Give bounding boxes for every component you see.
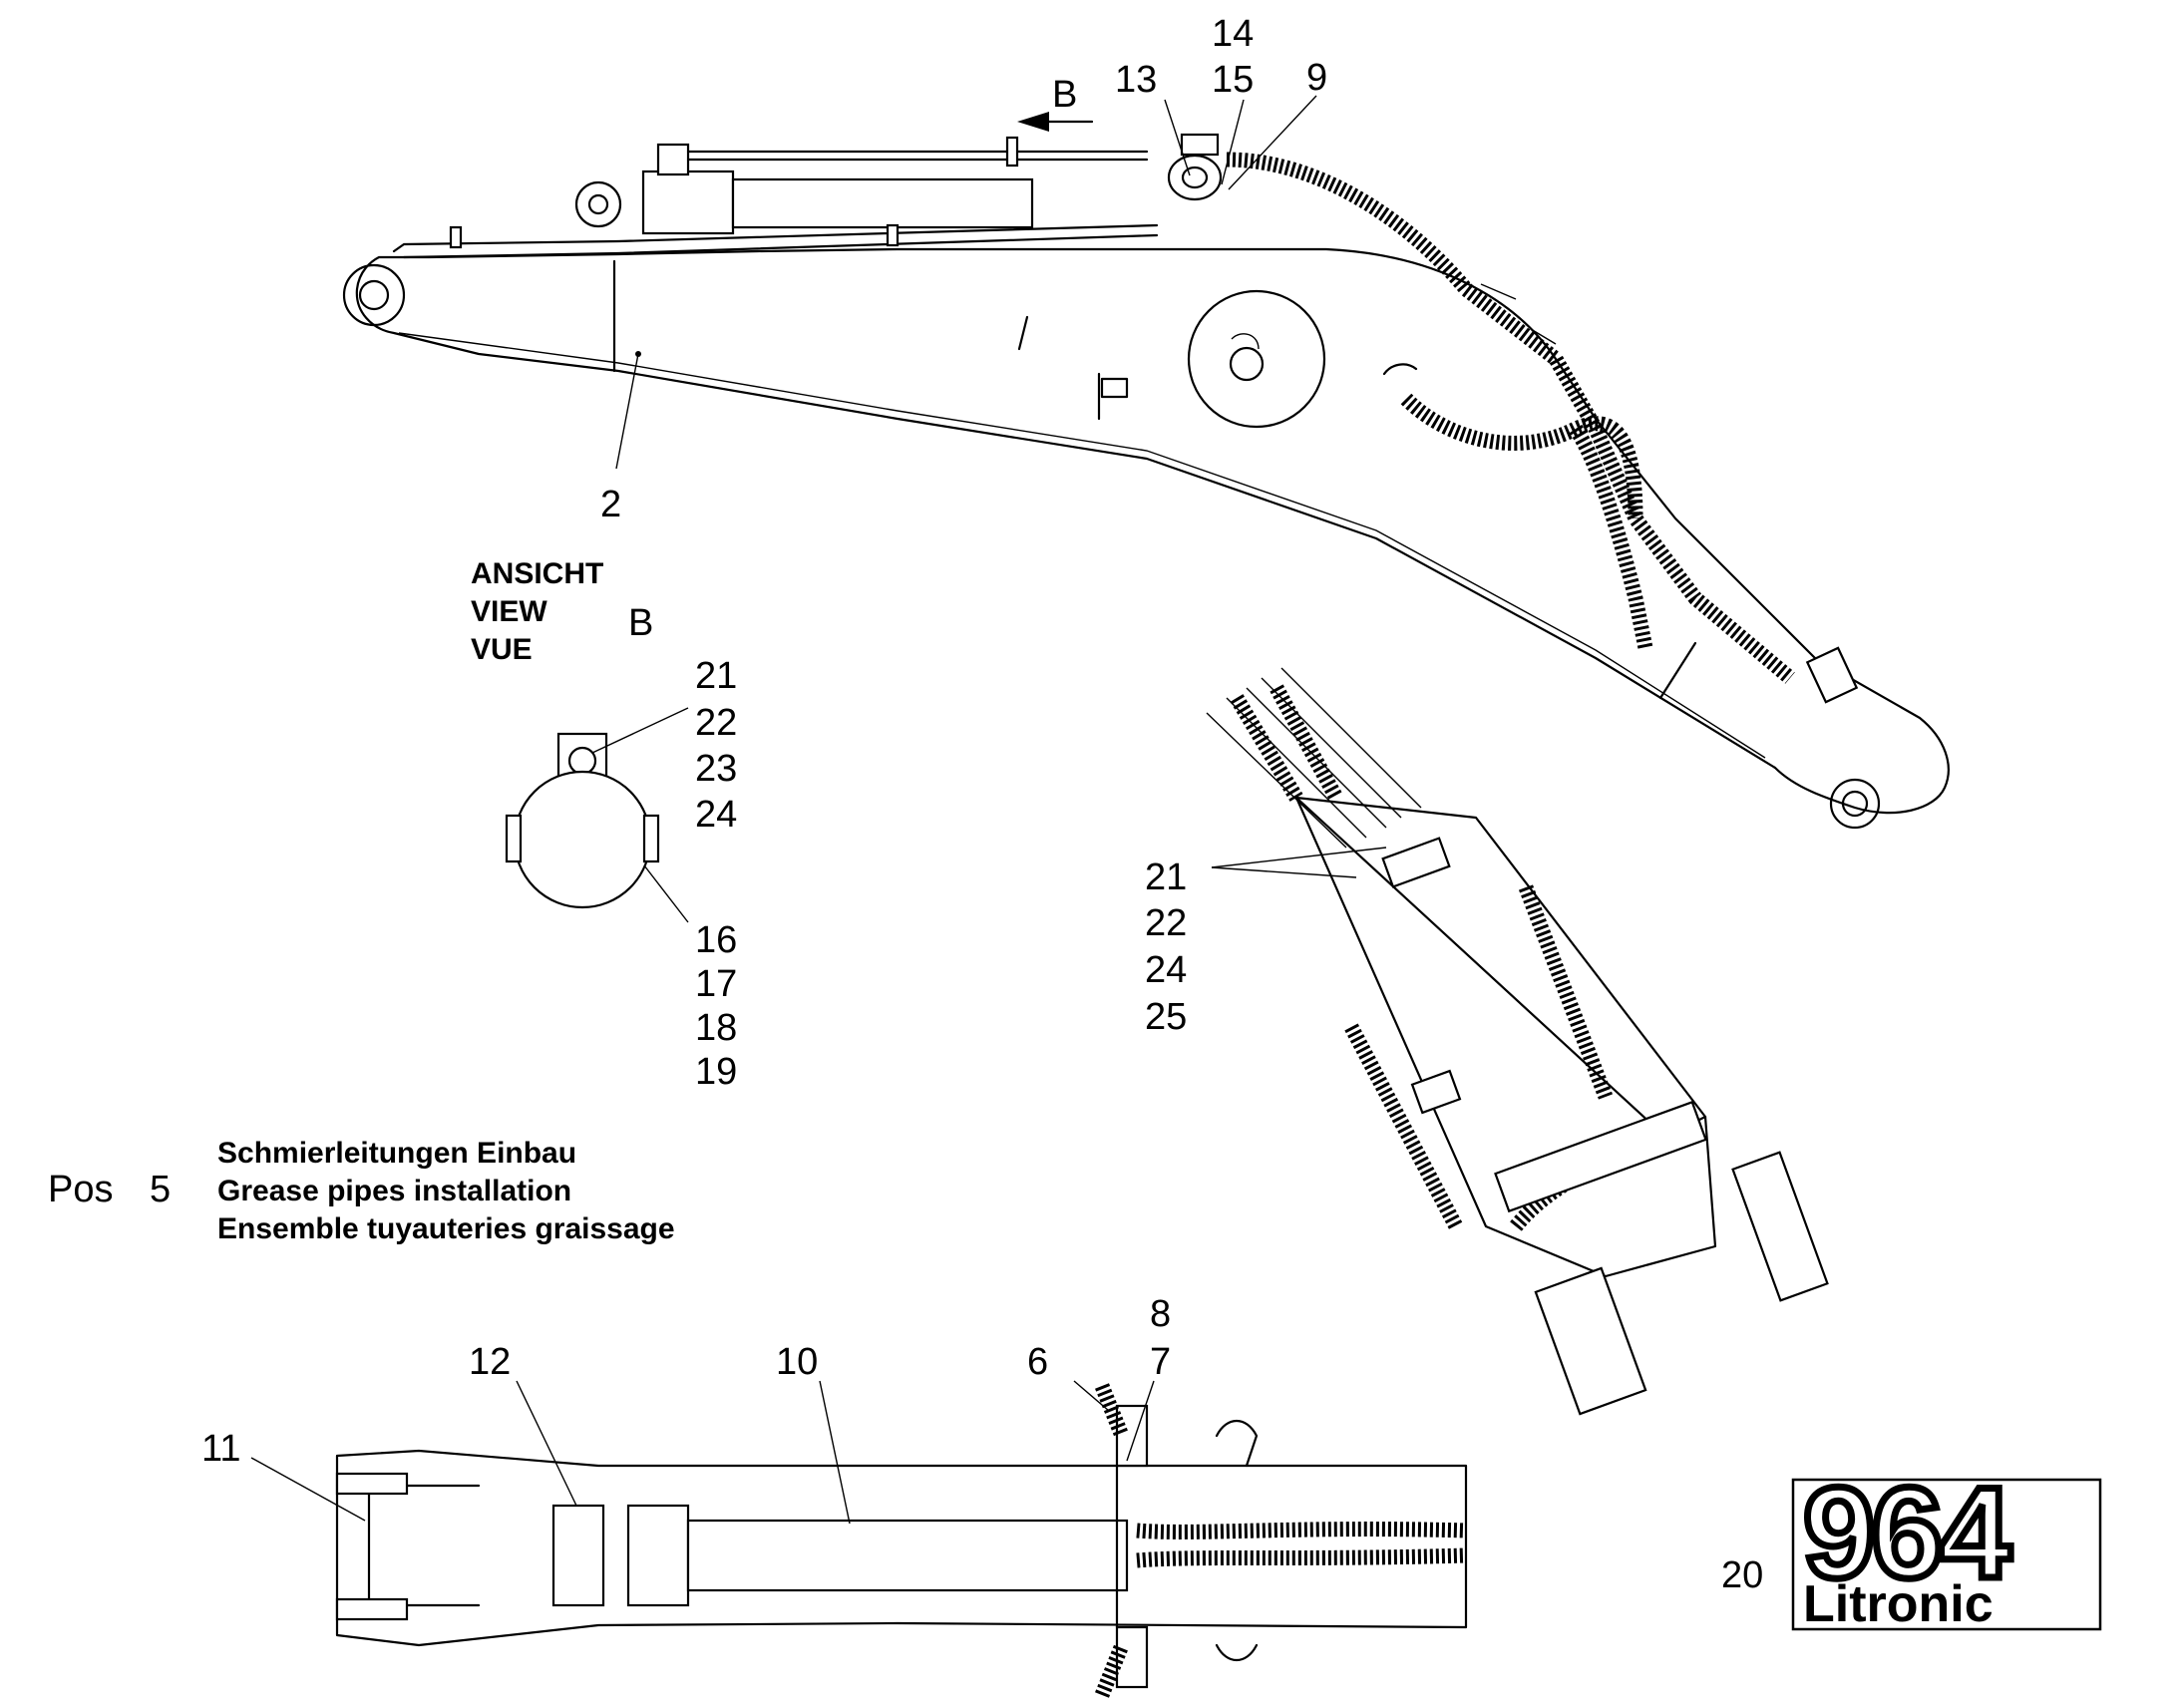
callout-18: 18	[695, 1007, 737, 1049]
callout-2: 2	[600, 484, 621, 525]
position-number: 5	[150, 1169, 171, 1210]
callout-21b: 21	[1145, 856, 1187, 898]
callout-12: 12	[469, 1341, 511, 1383]
title-fr: Ensemble tuyauteries graissage	[217, 1212, 675, 1245]
callout-7: 7	[1150, 1341, 1171, 1383]
callout-21a: 21	[695, 655, 737, 697]
callout-22a: 22	[695, 702, 737, 744]
view-marker-b: B	[1052, 74, 1077, 116]
boom-top-view	[250, 1380, 1468, 1698]
logo-model: 964	[1803, 1460, 2011, 1605]
callout-24b: 24	[1145, 949, 1187, 991]
view-label-letter: B	[628, 602, 653, 644]
logo-brand: Litronic	[1803, 1575, 1994, 1633]
callout-22b: 22	[1145, 902, 1187, 944]
position-prefix: Pos	[48, 1169, 113, 1210]
title-de: Schmierleitungen Einbau	[217, 1137, 576, 1170]
view-label-fr: VUE	[471, 633, 533, 666]
callout-14: 14	[1212, 13, 1254, 55]
view-label-de: ANSICHT	[471, 557, 603, 590]
boom-side-view	[342, 95, 1950, 830]
view-label-en: VIEW	[471, 595, 547, 628]
callout-11: 11	[201, 1428, 240, 1470]
front-detail-view	[1206, 667, 1829, 1416]
callout-24a: 24	[695, 794, 737, 836]
callout-6: 6	[1027, 1341, 1048, 1383]
callout-23a: 23	[695, 748, 737, 790]
view-b-clamp	[505, 707, 689, 923]
callout-25b: 25	[1145, 996, 1187, 1038]
callout-20: 20	[1721, 1554, 1763, 1596]
callout-9: 9	[1306, 57, 1327, 99]
callout-13: 13	[1115, 59, 1157, 101]
callout-15: 15	[1212, 59, 1254, 101]
callout-10: 10	[776, 1341, 818, 1383]
callout-17: 17	[695, 963, 737, 1005]
brand-logo: 964 Litronic	[1791, 1457, 2102, 1633]
callout-labels: 14 13 15 9 B 2 ANSICHT VIEW VUE B 21 22 …	[48, 13, 1763, 1596]
callout-16: 16	[695, 919, 737, 961]
title-en: Grease pipes installation	[217, 1175, 571, 1207]
callout-19: 19	[695, 1051, 737, 1093]
callout-8: 8	[1150, 1293, 1171, 1335]
